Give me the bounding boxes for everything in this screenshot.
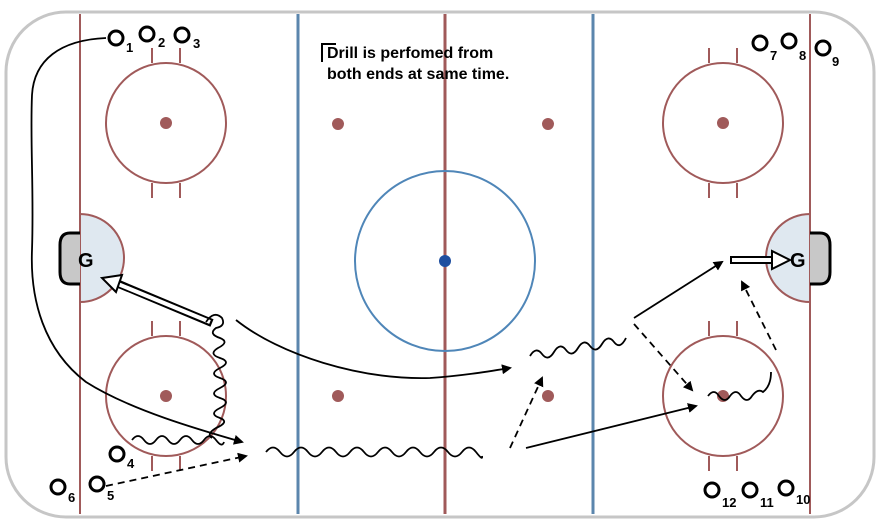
player-8-number: 8 [799,48,806,63]
player-1-number: 1 [126,40,133,55]
note-line-1: Drill is perfomed from [327,45,493,62]
wavy-path-player-4 [131,435,225,446]
pass-solid-low-right [525,403,698,449]
pass-dashed-to-crease-right [741,280,777,351]
player-5-number: 5 [107,488,114,503]
neutral-dot-bl [332,390,344,402]
player-9: 9 [814,39,839,69]
rink-boards [4,10,876,519]
goal-net-left [58,231,80,286]
player-10: 10 [777,479,810,507]
faceoff-circle-top-left [105,48,227,198]
player-4-number: 4 [127,456,135,471]
neutral-dot-tl [332,118,344,130]
player-2: 2 [138,25,165,50]
faceoff-circle-top-right [662,48,784,198]
player-5: 5 [88,475,114,503]
pass-dashed-neutral [509,376,544,449]
player-7-number: 7 [770,48,777,63]
skate-path-center [235,319,512,379]
note-corner-mark [321,43,336,62]
player-3: 3 [173,26,200,51]
goal-net-right [810,231,832,286]
player-12: 12 [703,481,736,510]
player-6: 6 [49,478,75,505]
player-9-number: 9 [832,54,839,69]
player-4: 4 [108,445,135,471]
shot-arrow-left [99,273,214,327]
neutral-dot-tr [542,118,554,130]
player-3-number: 3 [193,36,200,51]
neutral-dot-br [542,390,554,402]
goalie-right-label: G [790,250,806,272]
player-2-number: 2 [158,35,165,50]
wavy-path-right-circle [707,371,772,401]
player-6-number: 6 [68,490,75,505]
pass-solid-up-right [633,260,724,319]
shot-arrow-right [730,249,793,271]
pass-dashed-down-right [633,323,694,392]
center-circle [354,170,536,352]
wavy-path-neutral-mid [529,337,627,359]
player-1: 1 [107,29,133,55]
player-11: 11 [741,481,774,510]
note-line-2: both ends at same time. [327,66,509,83]
player-8: 8 [780,32,806,63]
goalie-left-label: G [78,250,94,272]
player-11-number: 11 [760,495,774,510]
player-10-number: 10 [796,492,810,507]
stickhandle-path-left-vertical [205,313,227,439]
faceoff-circle-bottom-left [105,321,227,471]
player-7: 7 [751,34,777,63]
center-faceoff-dot [439,255,451,267]
player-12-number: 12 [722,495,736,510]
wavy-path-neutral-low [265,446,484,459]
skate-path-player-1 [30,37,244,445]
